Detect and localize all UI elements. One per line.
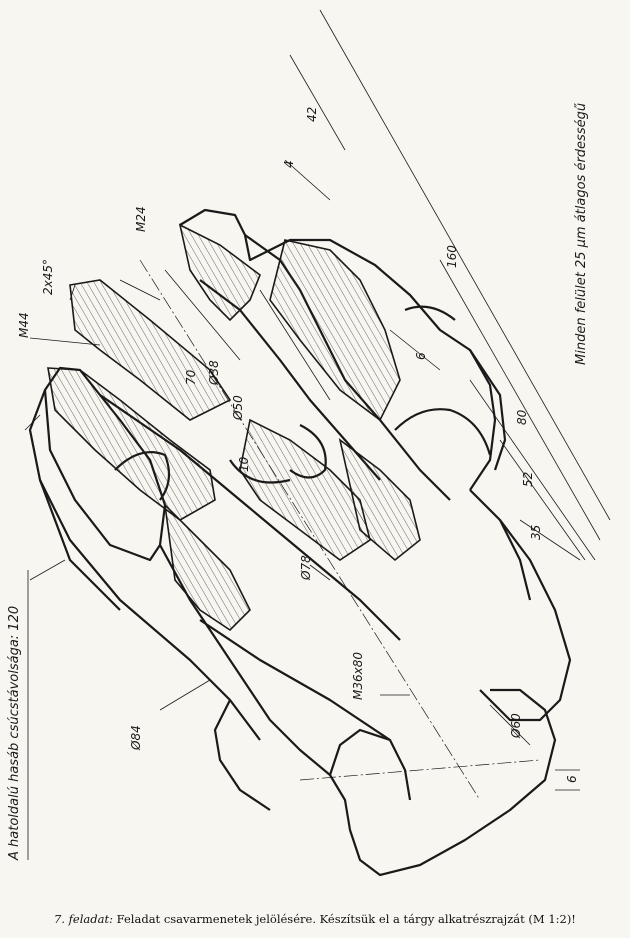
dim-160: 160	[445, 245, 459, 268]
center-line	[139, 259, 541, 801]
dim-80: 80	[515, 409, 529, 425]
figure-caption: 7. feladat: Feladat csavarmenetek jelölé…	[0, 912, 630, 926]
dim-m44: M44	[17, 312, 31, 338]
dim-70: 70	[184, 369, 198, 385]
dim-35: 35	[529, 525, 543, 540]
caption-label: 7. feladat:	[54, 912, 113, 926]
dimension-lines	[24, 9, 611, 791]
dim-m24: M24	[134, 206, 148, 232]
dim-dia50: Ø50	[231, 395, 245, 421]
dim-4: 4	[282, 160, 296, 168]
section-hatching	[47, 223, 421, 632]
technical-drawing: A hatoldalú hasáb csúcstávolsága: 120 Mi…	[7, 9, 611, 877]
dim-42: 42	[305, 107, 319, 122]
dim-dia60: Ø60	[509, 713, 523, 739]
dim-dia78: Ø78	[299, 555, 313, 581]
dim-10: 10	[237, 456, 251, 472]
dim-chamfer: 2x45°	[41, 259, 55, 295]
caption-text: Feladat csavarmenetek jelölésére. Készít…	[112, 912, 576, 926]
dim-6-bottom: 6	[565, 775, 579, 783]
note-left: A hatoldalú hasáb csúcstávolsága: 120	[7, 606, 22, 861]
dim-6-top: 6	[414, 352, 428, 360]
dim-dia84: Ø84	[129, 725, 143, 751]
dim-dia38: Ø38	[207, 360, 221, 386]
dim-52: 52	[521, 472, 535, 487]
dim-m36x80: M36x80	[351, 652, 365, 700]
note-right: Minden felület 25 µm átlagos érdességű	[574, 102, 589, 365]
